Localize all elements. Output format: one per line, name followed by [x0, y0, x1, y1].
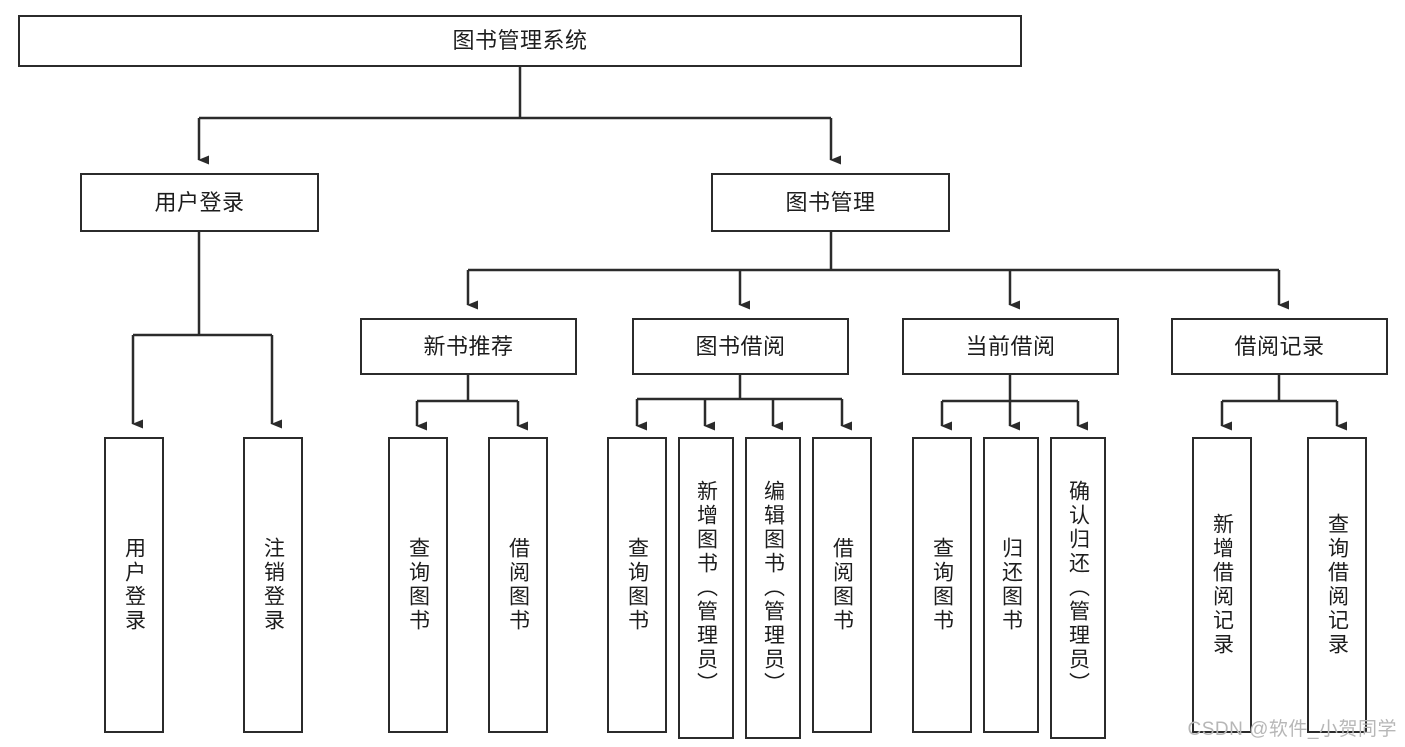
node-book-borrow[interactable]: 图书借阅 — [632, 318, 849, 375]
watermark: CSDN @软件_小贺同学 — [1187, 719, 1397, 740]
edges-newbook-leaves — [415, 375, 528, 431]
leaf-query-book-current[interactable]: 查询图书 — [912, 437, 972, 733]
node-system-root[interactable]: 图书管理系统 — [18, 15, 1022, 67]
node-label: 确认归还（管理员） — [1066, 480, 1090, 696]
node-label: 图书管理系统 — [452, 28, 588, 54]
leaf-confirm-return-admin[interactable]: 确认归还（管理员） — [1050, 437, 1106, 739]
leaf-logout[interactable]: 注销登录 — [243, 437, 303, 733]
leaf-add-book-admin[interactable]: 新增图书（管理员） — [678, 437, 734, 739]
node-label: 用户登录 — [122, 537, 146, 633]
edges-bookmgmt-level3 — [466, 232, 1289, 310]
node-label: 新增图书（管理员） — [694, 480, 718, 696]
node-label: 图书管理 — [785, 189, 876, 215]
node-borrow-record[interactable]: 借阅记录 — [1171, 318, 1388, 375]
node-label: 查询图书 — [625, 537, 649, 633]
node-label: 图书借阅 — [695, 333, 786, 359]
node-book-management[interactable]: 图书管理 — [711, 173, 950, 232]
leaf-user-login[interactable]: 用户登录 — [104, 437, 164, 733]
node-label: 查询借阅记录 — [1325, 513, 1349, 657]
edges-userlogin-leaves — [131, 232, 282, 429]
node-label: 借阅图书 — [830, 537, 854, 633]
edges-bookborrow-leaves — [635, 375, 852, 431]
node-label: 借阅记录 — [1234, 333, 1325, 359]
leaf-query-book-borrow[interactable]: 查询图书 — [607, 437, 667, 733]
node-label: 归还图书 — [999, 537, 1023, 633]
leaf-return-book[interactable]: 归还图书 — [983, 437, 1039, 733]
leaf-edit-book-admin[interactable]: 编辑图书（管理员） — [745, 437, 801, 739]
node-label: 查询图书 — [406, 537, 430, 633]
node-label: 编辑图书（管理员） — [761, 480, 785, 696]
leaf-borrow-book-recommend[interactable]: 借阅图书 — [488, 437, 548, 733]
node-label: 用户登录 — [154, 189, 245, 215]
node-current-borrow[interactable]: 当前借阅 — [902, 318, 1119, 375]
node-label: 当前借阅 — [965, 333, 1056, 359]
leaf-query-book-recommend[interactable]: 查询图书 — [388, 437, 448, 733]
leaf-add-borrow-record[interactable]: 新增借阅记录 — [1192, 437, 1252, 733]
node-label: 注销登录 — [261, 537, 285, 633]
node-label: 查询图书 — [930, 537, 954, 633]
node-new-book-recommend[interactable]: 新书推荐 — [360, 318, 577, 375]
node-user-login[interactable]: 用户登录 — [80, 173, 319, 232]
edges-currentborrow-leaves — [940, 375, 1088, 431]
node-label: 新增借阅记录 — [1210, 513, 1234, 657]
leaf-query-borrow-record[interactable]: 查询借阅记录 — [1307, 437, 1367, 733]
node-label: 新书推荐 — [423, 333, 514, 359]
leaf-borrow-book[interactable]: 借阅图书 — [812, 437, 872, 733]
edges-borrowrecord-leaves — [1220, 375, 1347, 431]
node-label: 借阅图书 — [506, 537, 530, 633]
edges-root-level2 — [197, 67, 841, 165]
